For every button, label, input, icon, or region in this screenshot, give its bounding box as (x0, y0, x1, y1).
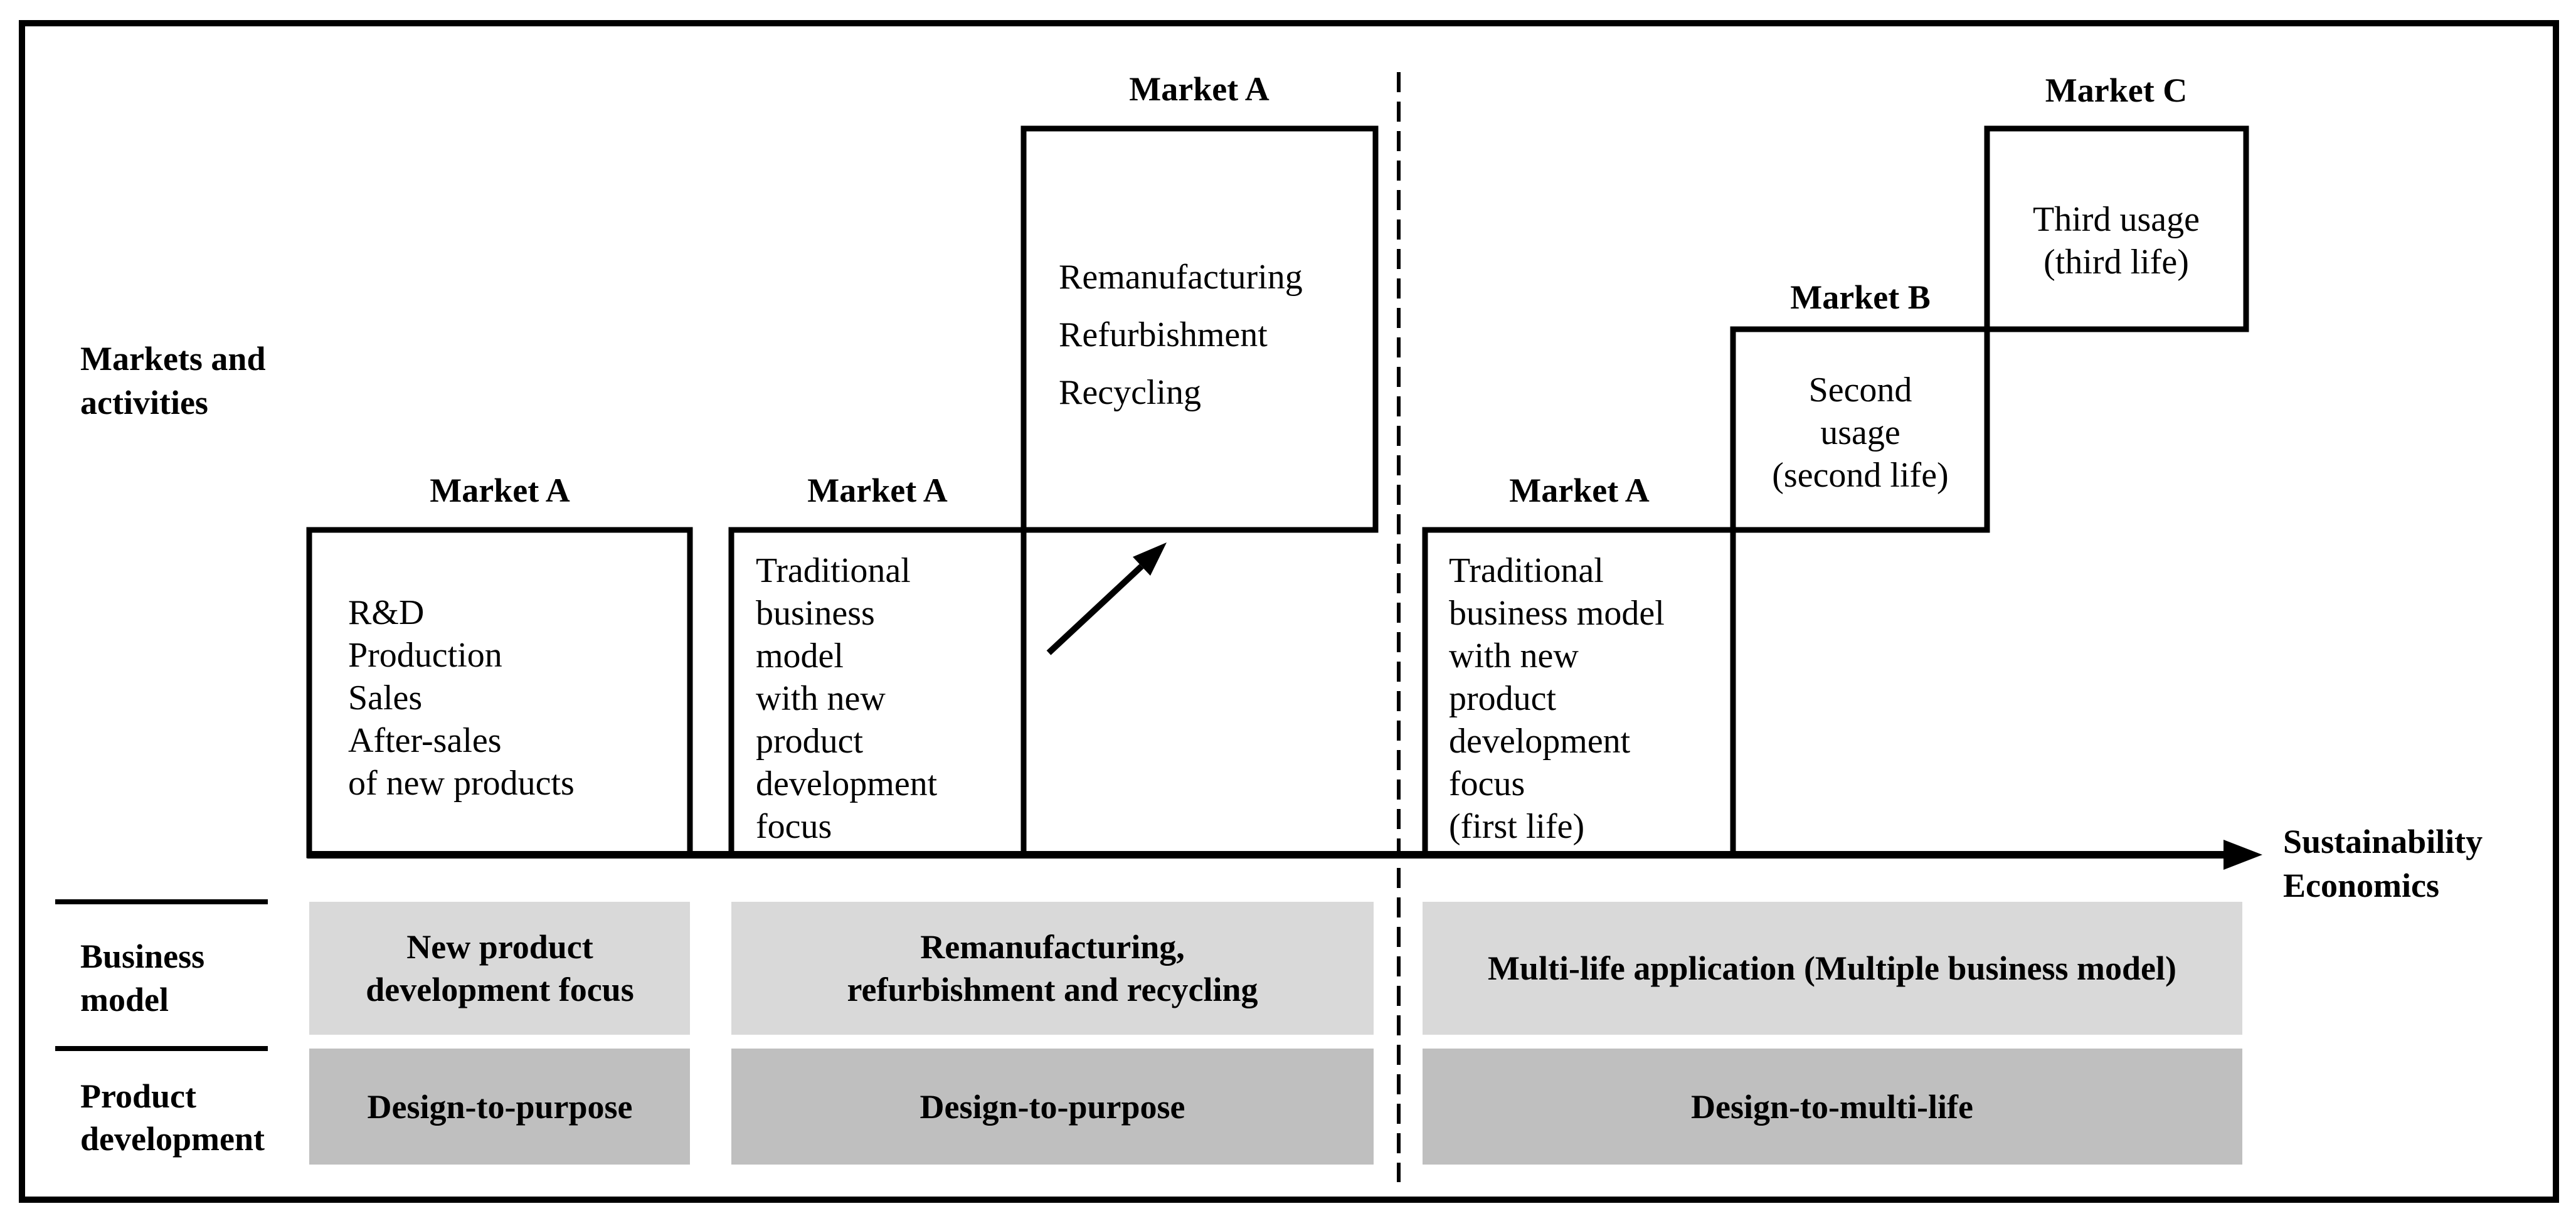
product-development-cell-2 (731, 1049, 1374, 1165)
axis-label: Economics (2283, 867, 2439, 904)
product-development-cell-3 (1423, 1049, 2242, 1165)
axis-label: Sustainability (2283, 823, 2483, 860)
box4-line: with new (1449, 637, 1579, 675)
boxC-line: Third usage (2033, 200, 2200, 239)
box4-line: product (1449, 679, 1557, 718)
box2-line: development (756, 764, 938, 803)
boxC-line: (third life) (2043, 243, 2189, 282)
box4-line: Traditional (1449, 551, 1604, 590)
boxB-line: Second (1809, 371, 1912, 410)
box4-line: development (1449, 722, 1631, 761)
axis-arrowhead-icon (2224, 840, 2262, 870)
market-b-header: Market B (1790, 278, 1930, 316)
business-model-cell-2 (731, 902, 1374, 1035)
box1-line: After-sales (348, 721, 502, 760)
business-model-cell-1 (309, 902, 690, 1035)
business-model-cell-1-text: development focus (366, 971, 633, 1008)
market-a-first-life-box (1422, 527, 1736, 859)
product-development-label: development (80, 1120, 265, 1158)
markets-activities-label: activities (80, 384, 208, 421)
box2-line: product (756, 722, 864, 761)
market-a3-header: Market A (1129, 70, 1269, 108)
boxB-line: (second life) (1772, 456, 1948, 495)
market-a1-header: Market A (430, 472, 570, 509)
box4-line: focus (1449, 764, 1525, 803)
box2-line: business (756, 594, 875, 633)
market-c-box (1984, 125, 2249, 332)
growth-arrowhead-icon (1133, 542, 1167, 576)
business-model-label: Business (80, 938, 204, 975)
business-model-cell-2-text: Remanufacturing, (920, 928, 1184, 966)
business-model-cell-2-text: refurbishment and recycling (847, 971, 1258, 1008)
box4-line: business model (1449, 594, 1665, 633)
box2-line: model (756, 637, 844, 675)
business-model-cell-3 (1423, 902, 2242, 1035)
boxB-line: usage (1820, 413, 1900, 452)
box1-line: R&D (348, 593, 424, 632)
product-development-label: Product (80, 1077, 196, 1115)
market-c-header: Market C (2045, 71, 2187, 109)
market-a2-header: Market A (807, 472, 947, 509)
markets-activities-label: Markets and (80, 340, 266, 378)
box2-line: with new (756, 679, 886, 718)
business-model-cell-1-text: New product (406, 928, 593, 966)
business-model-cell-3-text: Multi-life application (Multiple busines… (1488, 949, 2176, 987)
market-a-remanufacturing-box (1020, 125, 1379, 533)
box2-line: Traditional (756, 551, 911, 590)
box1-line: of new products (348, 764, 575, 803)
product-development-cell-1-text: Design-to-purpose (367, 1088, 632, 1126)
outer-border (19, 20, 2559, 1203)
market-a4-header: Market A (1509, 472, 1649, 509)
box4-line: (first life) (1449, 807, 1584, 846)
growth-arrow-line (1046, 564, 1144, 655)
box1-line: Sales (348, 679, 422, 717)
box3-line: Recycling (1059, 373, 1201, 412)
box2-line: focus (756, 807, 832, 846)
box1-line: Production (348, 636, 502, 675)
box3-line: Refurbishment (1059, 315, 1268, 354)
product-development-cell-2-text: Design-to-purpose (920, 1088, 1185, 1126)
product-development-cell-3-text: Design-to-multi-life (1691, 1088, 1973, 1126)
business-model-label: model (80, 981, 169, 1018)
product-development-cell-1 (309, 1049, 690, 1165)
market-b-box (1730, 326, 1990, 533)
box3-line: Remanufacturing (1059, 258, 1303, 297)
